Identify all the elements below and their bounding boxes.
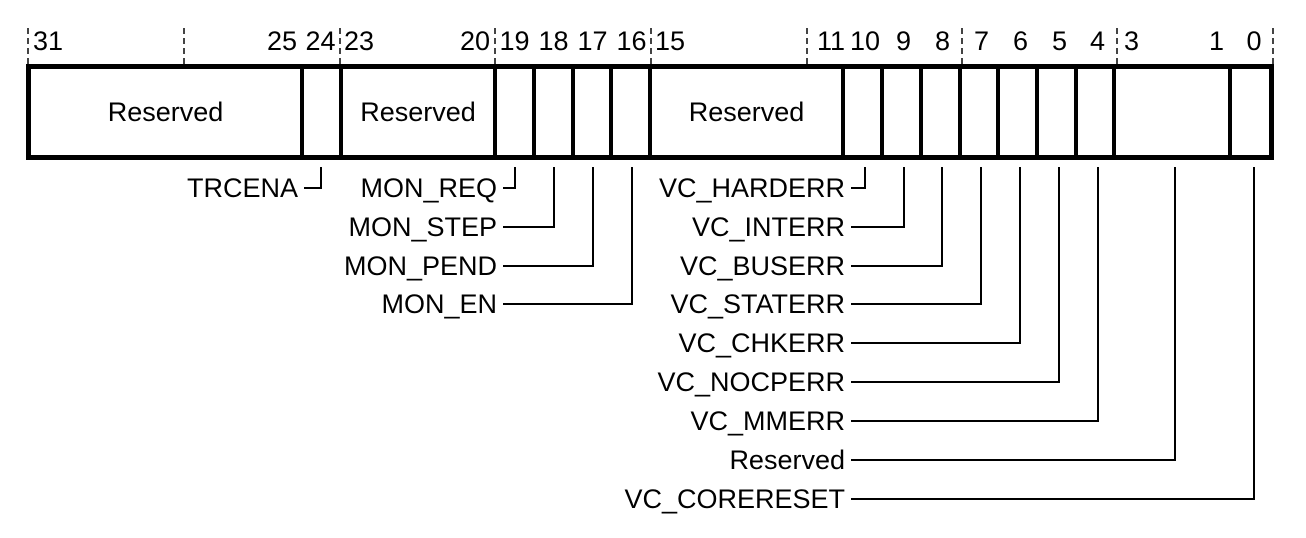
connector-hline-vc-mmerr xyxy=(851,420,1098,422)
signal-label-vc-nocperr: VC_NOCPERR xyxy=(657,367,845,397)
nibble-tick-4-3 xyxy=(1116,28,1118,64)
bit-number-6: 6 xyxy=(1012,26,1029,56)
signal-label-trcena: TRCENA xyxy=(186,173,298,203)
connector-hline-vc-nocperr xyxy=(851,381,1059,383)
bit-number-7: 7 xyxy=(973,26,990,56)
bit-number-31: 31 xyxy=(33,26,64,56)
field-divider-9-8 xyxy=(919,69,923,155)
bit-number-3: 3 xyxy=(1124,26,1140,56)
signal-label-vc-corereset: VC_CORERESET xyxy=(624,484,845,514)
signal-label-mon-step: MON_STEP xyxy=(348,212,497,242)
bit-number-20: 20 xyxy=(459,26,490,56)
field-divider-7-6 xyxy=(996,69,1000,155)
bit-number-15: 15 xyxy=(655,26,686,56)
field-reserved-23-20: Reserved xyxy=(360,97,476,127)
connector-hline-mon-pend xyxy=(503,265,593,267)
signal-label-mon-en: MON_EN xyxy=(381,289,497,319)
field-divider-1-0 xyxy=(1228,69,1232,155)
connector-vline-vc-staterr xyxy=(980,167,982,305)
nibble-tick-0 xyxy=(1272,28,1274,64)
connector-vline-mon-en xyxy=(631,167,633,305)
bit-number-1: 1 xyxy=(1208,26,1224,56)
connector-vline-vc-interr xyxy=(903,167,905,228)
connector-vline-vc-buserr xyxy=(941,167,943,267)
bit-number-0: 0 xyxy=(1246,26,1262,56)
signal-label-vc-harderr: VC_HARDERR xyxy=(658,173,845,203)
connector-hline-vc-corereset xyxy=(851,498,1254,500)
connector-hline-vc-staterr xyxy=(851,303,981,305)
field-divider-11-10 xyxy=(841,69,845,155)
connector-hline-vc-interr xyxy=(851,226,904,228)
nibble-tick-8-7 xyxy=(961,28,963,64)
bit-numbers-23-20: 23 20 xyxy=(344,26,490,56)
connector-vline-vc-chkerr xyxy=(1019,167,1021,344)
bit-numbers-31-25: 31 25 xyxy=(33,26,297,56)
connector-hline-mon-step xyxy=(503,226,554,228)
bit-number-16: 16 xyxy=(616,26,647,56)
bit-number-10: 10 xyxy=(849,26,881,56)
signal-label-vc-buserr: VC_BUSERR xyxy=(679,251,845,281)
nibble-tick-16-15 xyxy=(650,28,652,64)
field-divider-8-7 xyxy=(958,69,962,155)
signal-label-mon-pend: MON_PEND xyxy=(343,251,497,281)
connector-vline-vc-mmerr xyxy=(1097,167,1099,422)
bit-number-17: 17 xyxy=(577,26,608,56)
connector-hline-trcena xyxy=(304,187,321,189)
connector-vline-vc-nocperr xyxy=(1058,167,1060,383)
signal-label-reserved-3-1: Reserved xyxy=(729,445,845,475)
nibble-tick-24-23 xyxy=(339,28,341,64)
bit-numbers-3-1: 3 1 xyxy=(1124,26,1224,56)
signal-label-vc-chkerr: VC_CHKERR xyxy=(678,328,845,358)
bit-numbers-15-11: 15 11 xyxy=(655,26,845,56)
bit-number-25: 25 xyxy=(266,26,297,56)
bit-number-19: 19 xyxy=(499,26,530,56)
nibble-tick-28-27 xyxy=(183,28,185,64)
register-box: Reserved Reserved Reserved xyxy=(26,64,1274,160)
nibble-tick-31 xyxy=(27,28,29,64)
connector-hline-mon-en xyxy=(503,303,632,305)
bit-number-8: 8 xyxy=(934,26,951,56)
signal-label-mon-req: MON_REQ xyxy=(360,173,497,203)
field-divider-17-16 xyxy=(609,69,613,155)
connector-vline-mon-req xyxy=(514,167,516,189)
field-divider-16-15 xyxy=(648,69,652,155)
nibble-tick-20-19 xyxy=(494,28,496,64)
connector-vline-trcena xyxy=(320,167,322,189)
field-divider-19-18 xyxy=(532,69,536,155)
bit-number-24: 24 xyxy=(305,26,336,56)
signal-label-vc-staterr: VC_STATERR xyxy=(670,289,845,319)
signal-label-vc-mmerr: VC_MMERR xyxy=(690,406,845,436)
field-reserved-15-11: Reserved xyxy=(688,97,805,127)
field-divider-20-19 xyxy=(493,69,497,155)
bit-number-5: 5 xyxy=(1051,26,1068,56)
connector-hline-vc-harderr xyxy=(851,187,865,189)
bit-number-4: 4 xyxy=(1089,26,1106,56)
connector-hline-mon-req xyxy=(503,187,515,189)
bit-number-9: 9 xyxy=(895,26,912,56)
field-divider-18-17 xyxy=(571,69,575,155)
field-divider-6-5 xyxy=(1035,69,1039,155)
connector-vline-mon-step xyxy=(553,167,555,228)
nibble-tick-12-11 xyxy=(806,28,808,64)
connector-hline-vc-chkerr xyxy=(851,342,1020,344)
signal-label-vc-interr: VC_INTERR xyxy=(691,212,845,242)
bit-number-18: 18 xyxy=(538,26,569,56)
field-divider-25-24 xyxy=(300,69,304,155)
field-reserved-31-25: Reserved xyxy=(107,97,224,127)
connector-hline-vc-buserr xyxy=(851,265,942,267)
connector-vline-mon-pend xyxy=(592,167,594,267)
field-divider-10-9 xyxy=(880,69,884,155)
bit-number-23: 23 xyxy=(344,26,375,56)
connector-vline-vc-corereset xyxy=(1253,167,1255,500)
connector-vline-reserved-3-1 xyxy=(1174,167,1176,461)
connector-hline-reserved-3-1 xyxy=(851,459,1175,461)
field-divider-5-4 xyxy=(1074,69,1078,155)
bit-number-11: 11 xyxy=(816,26,845,56)
field-divider-24-23 xyxy=(339,69,343,155)
field-divider-4-3 xyxy=(1112,69,1116,155)
connector-vline-vc-harderr xyxy=(864,167,866,189)
